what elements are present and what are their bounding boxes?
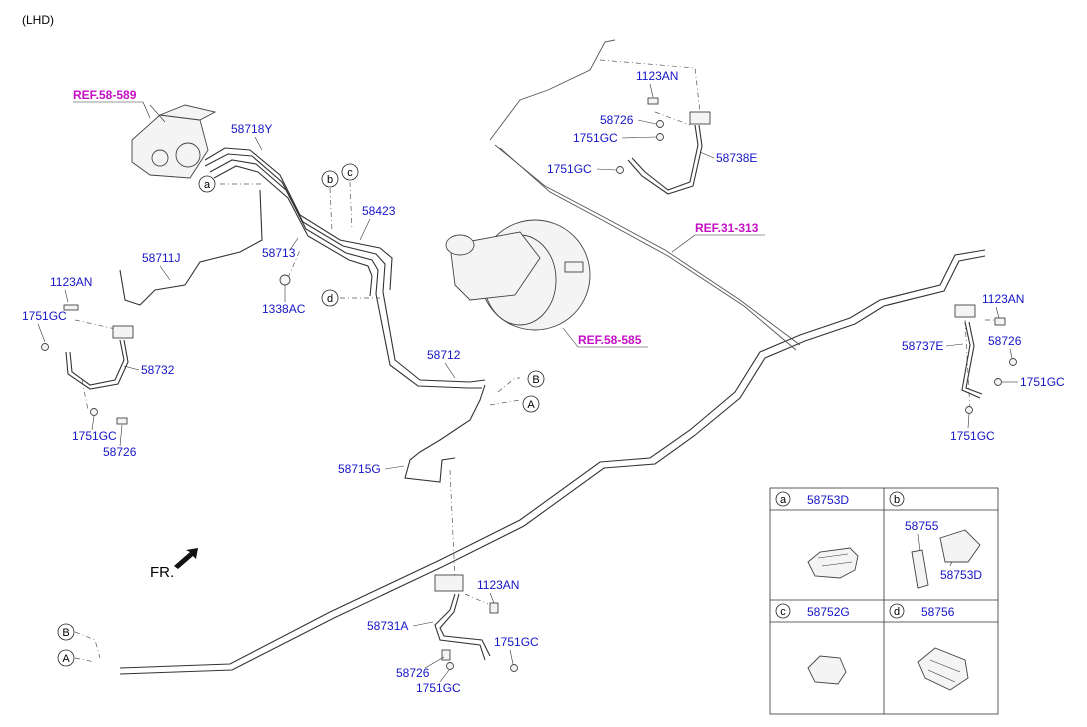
label-bot-1751GC-b: 1751GC <box>416 681 461 695</box>
callout-A-upper: A <box>522 395 540 413</box>
reference-labels: REF.58-589 REF.58-585 REF.31-313 <box>73 88 765 348</box>
svg-text:b: b <box>327 174 333 186</box>
label-58731A: 58731A <box>367 619 408 633</box>
legend-cell-b: b 58755 58753D <box>889 491 982 589</box>
label-top-1751GC-a: 1751GC <box>573 131 618 145</box>
callout-b: b <box>321 170 339 188</box>
legend-d-part: 58756 <box>921 605 955 619</box>
main-brake-lines <box>119 39 986 675</box>
callout-B-lower: B <box>57 623 75 641</box>
front-arrow-icon <box>174 548 198 569</box>
brake-booster <box>445 219 591 331</box>
svg-text:a: a <box>780 494 787 506</box>
callout-A-lower: A <box>57 649 75 667</box>
svg-text:A: A <box>527 399 535 411</box>
legend-cell-a: a 58753D <box>775 491 859 579</box>
right-rear-hose-upper <box>616 97 711 195</box>
legend-a-part: 58753D <box>807 493 849 507</box>
pipe-bundle-upper <box>119 147 486 483</box>
label-left-1751GC-bot: 1751GC <box>72 429 117 443</box>
label-right-1751GC-a: 1751GC <box>1020 375 1065 389</box>
part-labels: 58718Y 58423 58713 58711J 1338AC 58712 5… <box>22 69 1065 695</box>
label-58713: 58713 <box>262 246 296 260</box>
ref-tank-line: REF.31-313 <box>695 221 759 235</box>
label-1338AC: 1338AC <box>262 302 306 316</box>
callout-B-upper: B <box>527 370 545 388</box>
label-58423: 58423 <box>362 204 396 218</box>
label-left-1751GC-top: 1751GC <box>22 309 67 323</box>
clip-legend-table: a 58753D b 58755 58753D c 58752G d <box>769 487 999 715</box>
label-58712: 58712 <box>427 348 461 362</box>
callouts: a b c d B A B A <box>57 163 545 667</box>
label-left-58726: 58726 <box>103 445 137 459</box>
legend-b-part-1: 58755 <box>905 519 939 533</box>
svg-text:B: B <box>62 627 69 639</box>
callout-a: a <box>198 175 216 193</box>
label-top-1123AN: 1123AN <box>636 69 678 83</box>
ref-booster: REF.58-585 <box>578 333 642 347</box>
label-left-1123AN: 1123AN <box>50 275 92 289</box>
ref-abs-module: REF.58-589 <box>73 88 137 102</box>
left-front-hose <box>41 304 134 425</box>
svg-text:c: c <box>347 167 353 179</box>
label-58718Y: 58718Y <box>231 122 272 136</box>
label-58711J: 58711J <box>142 251 180 265</box>
label-right-58726: 58726 <box>988 334 1022 348</box>
svg-text:A: A <box>62 653 70 665</box>
label-bot-58726: 58726 <box>396 666 430 680</box>
legend-c-part: 58752G <box>807 605 850 619</box>
callout-c: c <box>341 163 359 181</box>
svg-text:B: B <box>532 374 539 386</box>
right-rear-hose <box>954 304 1017 414</box>
construction-lines <box>74 59 998 663</box>
label-58738E: 58738E <box>716 151 757 165</box>
callout-d: d <box>321 289 339 307</box>
legend-cell-d: d 58756 <box>889 603 969 691</box>
svg-text:a: a <box>204 179 211 191</box>
svg-text:d: d <box>894 606 900 618</box>
label-bot-1123AN: 1123AN <box>477 578 519 592</box>
front-direction-indicator: FR. <box>150 548 198 581</box>
label-top-1751GC-b: 1751GC <box>547 162 592 176</box>
label-58737E: 58737E <box>902 339 943 353</box>
legend-b-part-2: 58753D <box>940 568 982 582</box>
front-label: FR. <box>150 564 174 581</box>
rear-center-hose <box>434 574 518 672</box>
label-right-1123AN: 1123AN <box>982 292 1024 306</box>
label-bot-1751GC-a: 1751GC <box>494 635 539 649</box>
legend-cell-c: c 58752G <box>775 603 850 685</box>
abs-module <box>131 104 217 179</box>
svg-text:d: d <box>327 293 333 305</box>
label-58715G: 58715G <box>338 462 381 476</box>
svg-text:b: b <box>894 494 900 506</box>
label-right-1751GC-b: 1751GC <box>950 429 995 443</box>
label-top-58726: 58726 <box>600 113 634 127</box>
variant-label: (LHD) <box>22 13 54 27</box>
label-58732: 58732 <box>141 363 175 377</box>
svg-text:c: c <box>780 606 786 618</box>
